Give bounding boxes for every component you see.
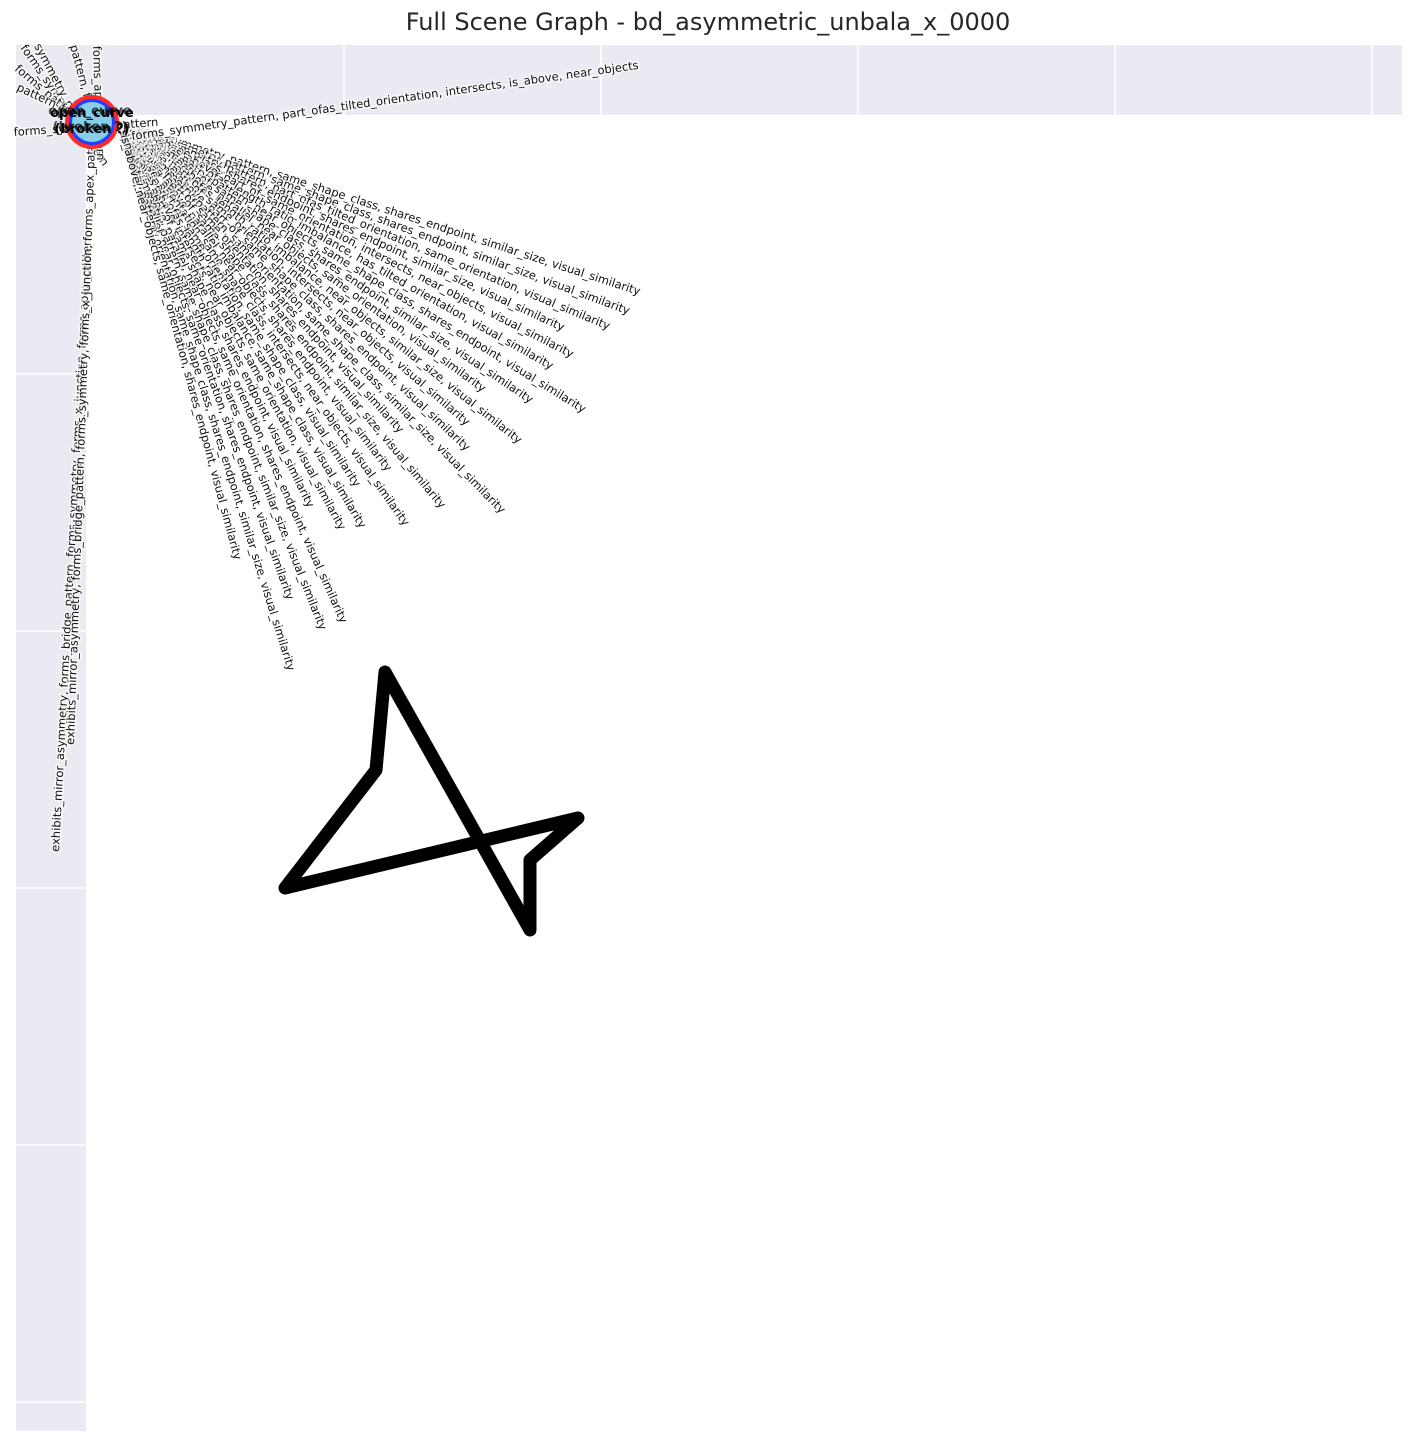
stroke-path [278, 665, 585, 937]
stroke-shape [278, 665, 585, 937]
graph-node: open_curve (broken ?) open_curve (broken… [48, 95, 134, 149]
left-axes-panel [16, 115, 86, 1431]
main-image-area [86, 115, 1402, 1431]
node-label-line-2: (broken ?) [55, 122, 130, 137]
figure-title: Full Scene Graph - bd_asymmetric_unbala_… [405, 8, 1011, 36]
top-axes-panel [16, 45, 1402, 115]
node-label-overlap: open_curve [48, 104, 132, 119]
node-label-overlap: (broken ?) [53, 120, 128, 135]
axes-background [16, 45, 1402, 1431]
node-label-line-1: open_curve [50, 106, 134, 121]
node-fill [72, 102, 112, 142]
